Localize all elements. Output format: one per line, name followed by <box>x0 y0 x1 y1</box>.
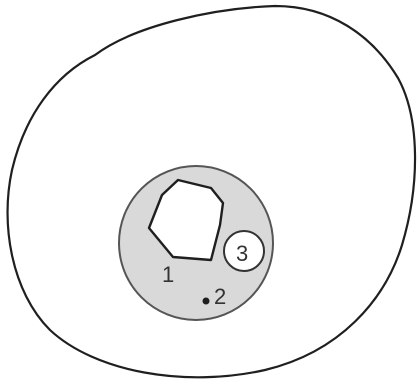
label-3: 3 <box>236 241 248 266</box>
label-2: 2 <box>214 284 226 309</box>
point-2-dot <box>203 298 210 305</box>
label-1: 1 <box>162 262 174 287</box>
